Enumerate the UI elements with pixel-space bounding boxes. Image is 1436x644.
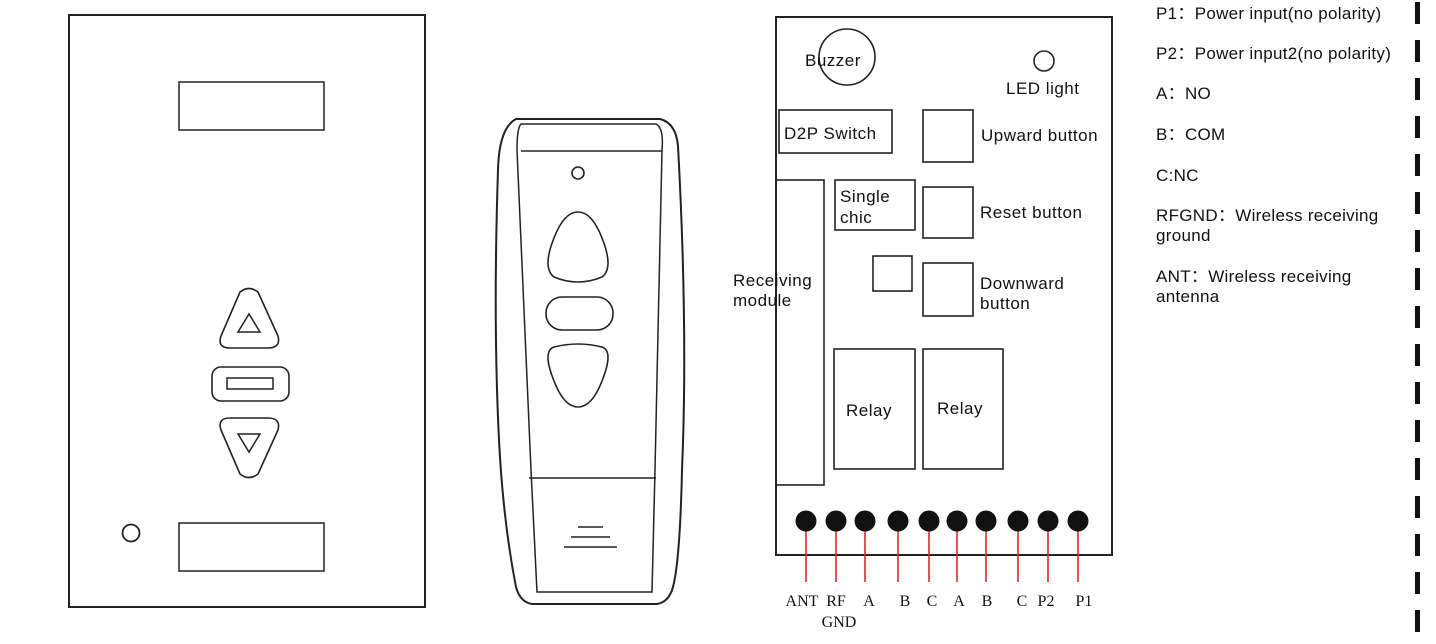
remote-up-button[interactable] <box>547 211 609 283</box>
terminal-connector <box>854 510 876 532</box>
legend-item-a: A：NO <box>1156 84 1212 103</box>
handheld-remote <box>494 118 686 605</box>
small-component <box>872 255 913 292</box>
reset-button-label: Reset button <box>980 203 1082 222</box>
dash-segment <box>1415 40 1420 62</box>
dash-segment <box>1415 382 1420 404</box>
receiver-board <box>775 16 1113 556</box>
wall-stop-button[interactable] <box>211 366 290 402</box>
downward-button-component[interactable] <box>922 262 974 317</box>
dash-segment <box>1415 534 1420 556</box>
dash-segment <box>1415 192 1420 214</box>
wall-panel-top-label-slot <box>178 81 325 131</box>
wall-panel-indicator-light <box>121 523 141 543</box>
dash-segment <box>1415 496 1420 518</box>
receiving-module-label-line1: Receiving <box>733 271 812 290</box>
wall-switch-panel <box>68 14 426 608</box>
wall-up-button[interactable] <box>219 287 280 349</box>
terminal-connector <box>975 510 997 532</box>
downward-button-label-line1: Downward <box>980 274 1064 293</box>
terminal-connector <box>1007 510 1029 532</box>
terminal-label: B <box>900 593 911 610</box>
relay-right-label: Relay <box>937 399 983 418</box>
up-arrow-icon <box>236 312 262 333</box>
led-light-component <box>1033 50 1055 72</box>
single-chip-label-line1: Single <box>840 187 890 206</box>
single-chip-label-line2: chic <box>840 208 872 227</box>
d2p-switch-component[interactable] <box>778 109 893 154</box>
d2p-switch-label: D2P Switch <box>784 124 877 143</box>
dash-segment <box>1415 78 1420 100</box>
dash-segment <box>1415 420 1420 442</box>
terminal-connector <box>1037 510 1059 532</box>
receiving-module-component <box>775 179 825 486</box>
legend-item-ant: ANT：Wireless receiving antenna <box>1156 267 1352 306</box>
remote-grip-lines-icon <box>564 526 617 548</box>
buzzer-label: Buzzer <box>805 51 861 70</box>
terminal-label: ANT <box>786 593 819 610</box>
buzzer-component <box>818 28 876 86</box>
terminal-label: C <box>1017 593 1028 610</box>
dash-segment <box>1415 154 1420 176</box>
terminal-label: P1 <box>1076 593 1093 610</box>
remote-inner-face <box>516 123 664 593</box>
upward-button-component[interactable] <box>922 109 974 163</box>
terminal-connector <box>825 510 847 532</box>
legend-item-rfgnd: RFGND：Wireless receiving ground <box>1156 206 1379 245</box>
dashed-separator <box>1415 2 1420 632</box>
remote-indicator-light <box>571 166 585 180</box>
legend-item-p1: P1：Power input(no polarity) <box>1156 4 1382 23</box>
legend-item-c: C:NC <box>1156 166 1199 185</box>
dash-segment <box>1415 344 1420 366</box>
terminal-label: A <box>863 593 875 610</box>
terminal-connector <box>946 510 968 532</box>
led-light-label: LED light <box>1006 79 1079 98</box>
dash-segment <box>1415 116 1420 138</box>
reset-button-component[interactable] <box>922 186 974 239</box>
dash-segment <box>1415 230 1420 252</box>
wall-panel-frame <box>68 14 426 608</box>
relay-left-component <box>833 348 916 470</box>
remote-outer-shell <box>494 118 686 605</box>
dash-segment <box>1415 306 1420 328</box>
legend-item-p2: P2：Power input2(no polarity) <box>1156 44 1392 63</box>
terminal-label: A <box>953 593 965 610</box>
remote-stop-button[interactable] <box>545 296 614 331</box>
downward-button-label-line2: button <box>980 294 1030 313</box>
terminal-label: P2 <box>1038 593 1055 610</box>
legend-item-b: B：COM <box>1156 125 1226 144</box>
terminal-connector <box>795 510 817 532</box>
terminal-label: B <box>982 593 993 610</box>
terminal-connector <box>887 510 909 532</box>
terminal-label: RF <box>826 593 846 610</box>
remote-down-button[interactable] <box>547 343 609 408</box>
wall-panel-bottom-label-slot <box>178 522 325 572</box>
dash-segment <box>1415 458 1420 480</box>
dash-segment <box>1415 610 1420 632</box>
terminal-label: C <box>927 593 938 610</box>
dash-segment <box>1415 268 1420 290</box>
relay-right-component <box>922 348 1004 470</box>
dash-segment <box>1415 572 1420 594</box>
terminal-connector <box>1067 510 1089 532</box>
dash-segment <box>1415 2 1420 24</box>
single-chip-component <box>834 179 916 231</box>
stop-bar-icon <box>226 377 274 390</box>
receiver-board-labels: Buzzer LED light D2P Switch Upward butto… <box>733 51 1098 420</box>
terminal-connector <box>918 510 940 532</box>
down-arrow-icon <box>236 433 262 454</box>
terminal-sublabel: GND <box>822 614 857 631</box>
receiving-module-label-line2: module <box>733 291 792 310</box>
relay-left-label: Relay <box>846 401 892 420</box>
wall-down-button[interactable] <box>219 417 280 479</box>
upward-button-label: Upward button <box>981 126 1098 145</box>
